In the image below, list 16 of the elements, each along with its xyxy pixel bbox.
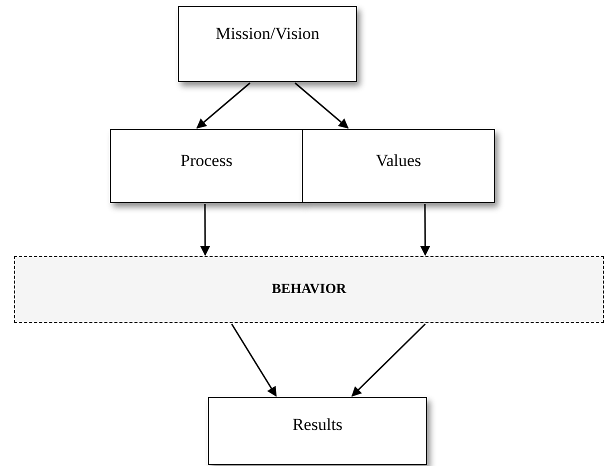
arrow	[294, 82, 349, 129]
arrow	[420, 204, 430, 256]
process-box	[110, 129, 303, 203]
process-box	[178, 6, 357, 82]
process-box	[302, 129, 495, 203]
process-box	[208, 397, 427, 465]
dashed-band	[14, 256, 604, 323]
arrow	[231, 324, 277, 397]
node-label: Values	[376, 150, 422, 172]
arrow	[200, 204, 210, 256]
arrow	[196, 82, 250, 129]
arrow	[351, 323, 426, 397]
node-label: BEHAVIOR	[272, 281, 346, 299]
node-label: Process	[180, 150, 232, 172]
node-label: Results	[292, 414, 343, 436]
node-label: Mission/Vision	[216, 23, 320, 45]
